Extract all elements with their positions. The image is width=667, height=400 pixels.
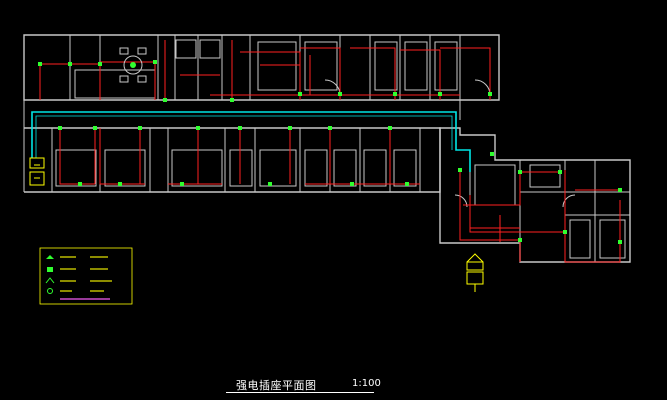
outlet-marker (298, 92, 302, 96)
outlet-marker (618, 240, 622, 244)
outlet-marker (180, 182, 184, 186)
outlet-marker (68, 62, 72, 66)
upper-room-partitions (69, 35, 491, 100)
outlet-marker (338, 92, 342, 96)
outlet-marker (518, 238, 522, 242)
socket-icon (46, 255, 54, 259)
outlet-marker (238, 126, 242, 130)
middle-room-partitions (51, 128, 421, 192)
outlet-marker (518, 170, 522, 174)
legend-caption-bar (60, 268, 76, 270)
outlet-round-icon (47, 288, 53, 294)
switch-icon (45, 277, 55, 284)
outlet-marker (618, 188, 622, 192)
outlet-marker (288, 126, 292, 130)
outlet-markers (38, 60, 622, 244)
drawing-scale: 1:100 (352, 378, 381, 389)
outlet-marker (268, 182, 272, 186)
legend-caption-bar (60, 256, 76, 258)
outlet-marker (405, 182, 409, 186)
middle-wing-outline (24, 127, 441, 193)
legend-caption-bar (90, 268, 108, 270)
outlet-marker (490, 152, 494, 156)
building-walls (23, 34, 631, 263)
right-wing-partitions (454, 160, 630, 262)
legend-caption-bar (90, 290, 104, 292)
legend-caption-bar (90, 256, 108, 258)
outlet-marker (328, 126, 332, 130)
outlet-marker (58, 126, 62, 130)
legend-row-junction-box (47, 267, 108, 272)
drawing-title: 强电插座平面图 (236, 379, 317, 392)
outlet-marker (196, 126, 200, 130)
outlet-marker (98, 62, 102, 66)
outlet-marker (388, 126, 392, 130)
legend-row-outlet-round (47, 288, 104, 294)
legend (39, 247, 133, 305)
outlet-marker (488, 92, 492, 96)
legend-caption-bar (60, 290, 72, 292)
right-wing-outline (439, 127, 631, 263)
upper-wing-outline (23, 34, 500, 101)
outlet-marker (350, 182, 354, 186)
outlet-marker (78, 182, 82, 186)
conference-table-icon (119, 47, 147, 83)
outlet-marker (458, 168, 462, 172)
legend-note-bar (60, 298, 110, 300)
outlet-marker (438, 92, 442, 96)
junction-box-icon (47, 267, 53, 272)
main-trunk-cable (31, 111, 471, 172)
outlet-marker (153, 60, 157, 64)
title-underline (226, 392, 374, 393)
outlet-marker (558, 170, 562, 174)
distribution-box-left (29, 157, 45, 186)
legend-caption-bar (90, 280, 112, 282)
outlet-marker (230, 98, 234, 102)
power-circuits (39, 40, 621, 263)
distribution-box-right (466, 253, 484, 292)
legend-row-socket (46, 255, 108, 259)
corridor-outline (23, 99, 461, 192)
legend-row-switch (45, 277, 112, 284)
outlet-marker (393, 92, 397, 96)
outlet-marker (118, 182, 122, 186)
legend-frame (39, 247, 133, 305)
outlet-marker (138, 126, 142, 130)
outlet-marker (38, 62, 42, 66)
legend-caption-bar (60, 280, 76, 282)
outlet-marker (163, 98, 167, 102)
outlet-marker (563, 230, 567, 234)
outlet-marker (93, 126, 97, 130)
